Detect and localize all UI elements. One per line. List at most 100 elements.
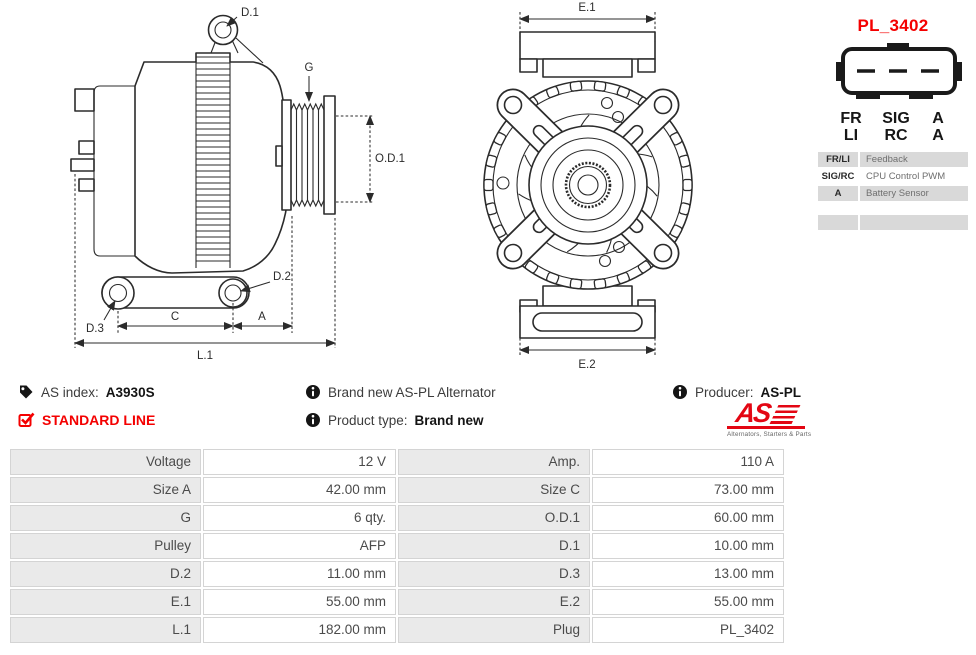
plug-code-title: PL_3402	[818, 16, 968, 36]
front-ear-hole	[219, 279, 247, 307]
bottom-slot	[533, 313, 642, 331]
plug-legend-desc: CPU Control PWM	[860, 169, 968, 184]
spec-label-cell: Voltage	[10, 449, 201, 475]
dim-label-l1: L.1	[197, 350, 213, 362]
spec-value-cell: 182.00 mm	[203, 617, 396, 643]
spec-value-cell: 6 qty.	[203, 505, 396, 531]
spec-value-cell: 60.00 mm	[592, 505, 784, 531]
dim-label-g: G	[305, 62, 314, 74]
spec-label-cell: G	[10, 505, 201, 531]
pulley	[276, 96, 335, 214]
dim-label-od1: O.D.1	[375, 153, 405, 165]
dim-label-d2: D.2	[273, 271, 291, 283]
product-type-value: Brand new	[415, 413, 484, 428]
plug-legend-row: ABattery Sensor	[818, 186, 968, 201]
spec-row: Size A42.00 mmSize C73.00 mm	[10, 477, 784, 503]
info-icon	[672, 384, 688, 400]
plug-legend-key: SIG/RC	[818, 169, 858, 184]
spec-value-cell: 110 A	[592, 449, 784, 475]
as-index: AS index: A3930S	[18, 384, 155, 400]
as-pl-logo: AS Alternators, Starters & Parts	[727, 400, 805, 438]
spec-value-cell: 12 V	[203, 449, 396, 475]
plug-legend-desc	[860, 215, 968, 230]
spec-value-cell: PL_3402	[592, 617, 784, 643]
spec-row: G6 qty.O.D.160.00 mm	[10, 505, 784, 531]
spec-label-cell: O.D.1	[398, 505, 590, 531]
side-view-body	[71, 16, 335, 310]
alternator-side-view-diagram: D.1 G O.D.1 D.2 D.3 C A L.1	[20, 0, 440, 372]
rear-ear-hole	[102, 277, 134, 309]
groove-top	[291, 104, 324, 110]
scallop-tooth	[683, 180, 692, 191]
threaded-terminal	[71, 159, 94, 171]
spec-label-cell: E.2	[398, 589, 590, 615]
spec-row: D.211.00 mmD.313.00 mm	[10, 561, 784, 587]
spec-table: Voltage12 VAmp.110 ASize A42.00 mmSize C…	[10, 449, 784, 645]
plug-pin-label: FR	[830, 110, 872, 127]
producer: Producer: AS-PL	[672, 384, 801, 400]
dim-label-c: C	[171, 311, 179, 323]
plug-legend-key: FR/LI	[818, 152, 858, 167]
dim-label-e1: E.1	[578, 2, 595, 14]
spec-row: PulleyAFPD.110.00 mm	[10, 533, 784, 559]
shaft-hub	[529, 126, 647, 244]
standard-line-badge: STANDARD LINE	[18, 412, 155, 428]
pulley-grooves	[291, 104, 324, 206]
plug-pin-label: LI	[830, 127, 872, 144]
as-pl-logo-mark: AS	[727, 400, 805, 425]
spec-label-cell: L.1	[10, 617, 201, 643]
dim-label-d3: D.3	[86, 323, 104, 335]
standard-line-text: STANDARD LINE	[42, 412, 155, 428]
front-view-body	[484, 32, 692, 338]
plug-pin-labels: FRSIGALIRCA	[818, 110, 968, 144]
plug-legend-row: FR/LIFeedback	[818, 152, 968, 167]
as-index-label: AS index:	[41, 385, 99, 400]
plug-legend-row: SIG/RCCPU Control PWM	[818, 169, 968, 184]
spec-row: E.155.00 mmE.255.00 mm	[10, 589, 784, 615]
spec-value-cell: 13.00 mm	[592, 561, 784, 587]
spec-label-cell: D.1	[398, 533, 590, 559]
plug-legend-desc: Feedback	[860, 152, 968, 167]
alternator-front-view-diagram: E.1 E.2	[455, 0, 725, 372]
spec-label-cell: D.2	[10, 561, 201, 587]
checkbox-check-icon	[18, 412, 35, 428]
spec-label-cell: Pulley	[10, 533, 201, 559]
as-pl-logo-text: AS	[735, 402, 772, 425]
as-pl-logo-stripes	[769, 405, 800, 424]
tag-icon	[18, 384, 34, 400]
spec-label-cell: E.1	[10, 589, 201, 615]
spec-value-cell: 55.00 mm	[592, 589, 784, 615]
plug-legend-desc: Battery Sensor	[860, 186, 968, 201]
product-type-label: Product type:	[328, 413, 408, 428]
spec-label-cell: Size C	[398, 477, 590, 503]
spec-value-cell: 73.00 mm	[592, 477, 784, 503]
plug-pin-label: SIG	[872, 110, 920, 127]
dim-label-e2: E.2	[578, 359, 595, 371]
splined-shaft	[566, 163, 610, 207]
plug-legend-key: A	[818, 186, 858, 201]
spec-row: Voltage12 VAmp.110 A	[10, 449, 784, 475]
plug-pin-label: A	[920, 127, 956, 144]
plug-legend-row	[818, 215, 968, 230]
info-icon	[305, 384, 321, 400]
as-pl-logo-caption: Alternators, Starters & Parts	[727, 431, 805, 438]
plug-pin-label: RC	[872, 127, 920, 144]
plug-legend: FR/LIFeedbackSIG/RCCPU Control PWMABatte…	[818, 152, 968, 230]
spec-value-cell: AFP	[203, 533, 396, 559]
scallop-tooth	[484, 180, 493, 191]
plug-connector-diagram	[823, 41, 963, 103]
spec-label-cell: Size A	[10, 477, 201, 503]
spec-value-cell: 11.00 mm	[203, 561, 396, 587]
dim-label-d1: D.1	[241, 7, 259, 19]
spec-label-cell: D.3	[398, 561, 590, 587]
spec-label-cell: Amp.	[398, 449, 590, 475]
groove-bottom	[291, 200, 324, 206]
spec-value-cell: 10.00 mm	[592, 533, 784, 559]
plug-legend-key	[818, 215, 858, 230]
spec-label-cell: Plug	[398, 617, 590, 643]
product-description: Brand new AS-PL Alternator	[305, 384, 496, 400]
product-type: Product type: Brand new	[305, 412, 484, 428]
spec-value-cell: 55.00 mm	[203, 589, 396, 615]
spec-value-cell: 42.00 mm	[203, 477, 396, 503]
